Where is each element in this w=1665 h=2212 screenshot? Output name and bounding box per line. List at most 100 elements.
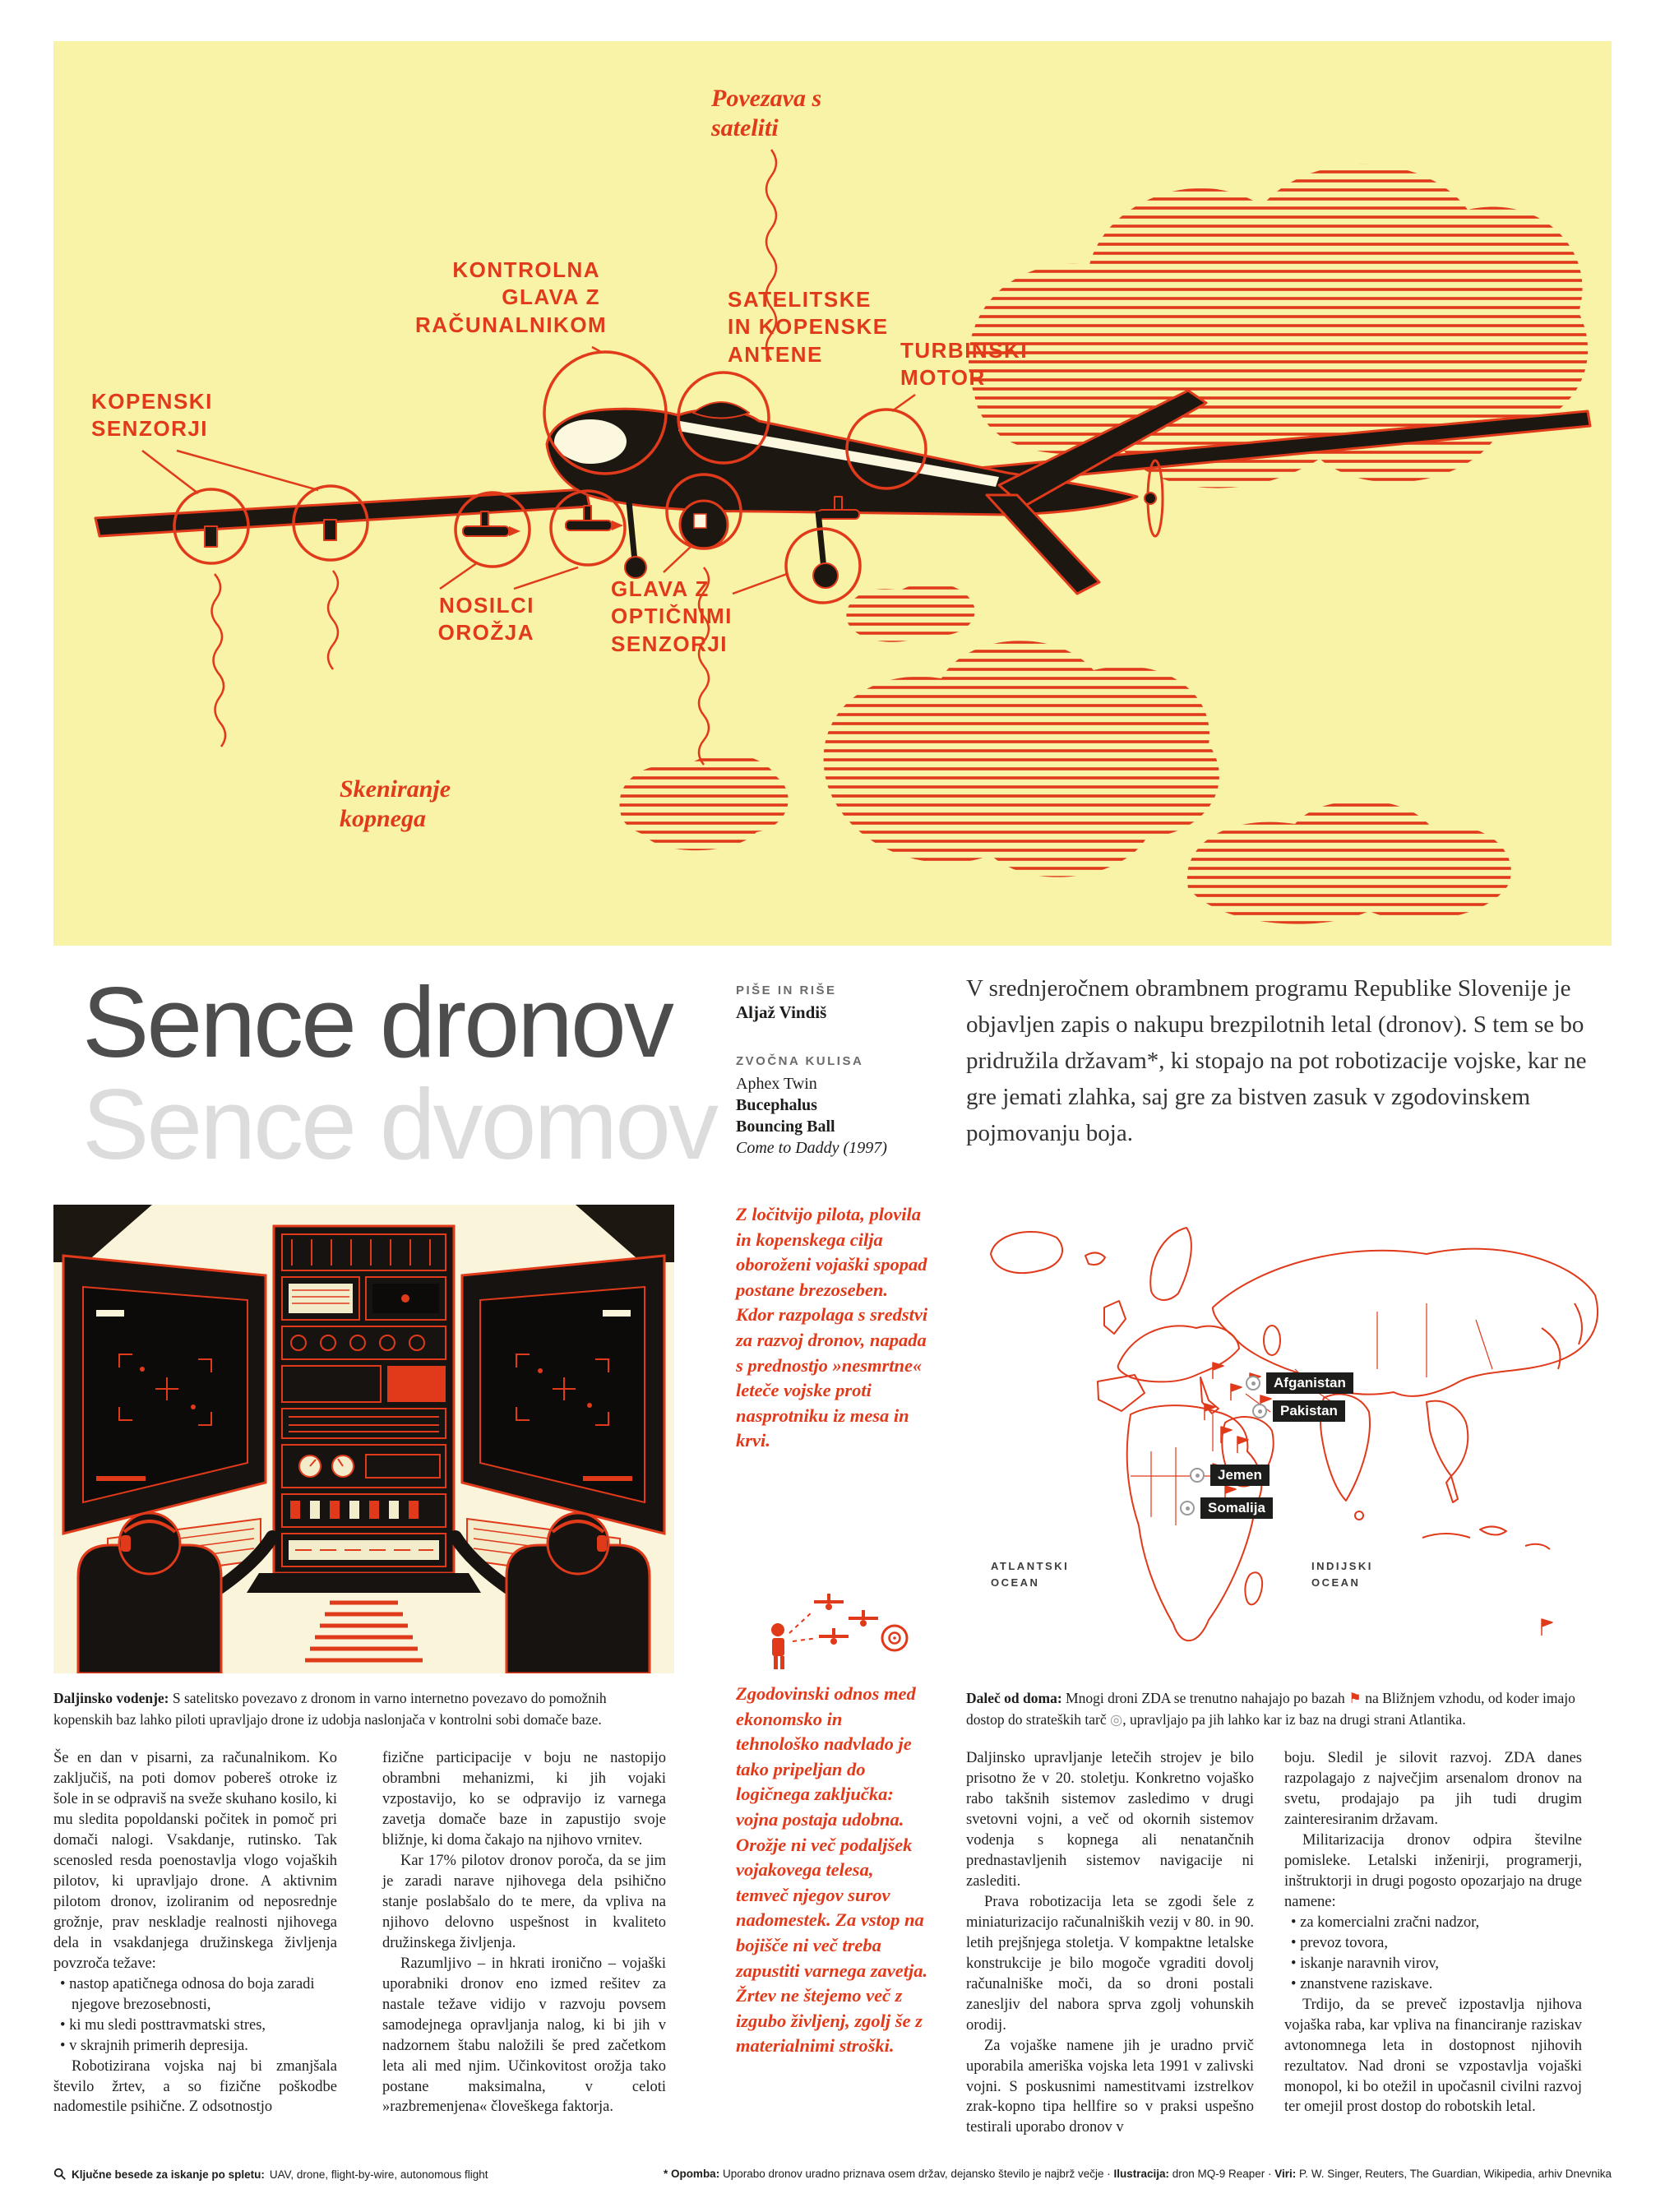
right-operator <box>449 1511 651 1675</box>
left-screen <box>82 1285 248 1504</box>
country-label-afganistan: Afganistan <box>1246 1372 1353 1394</box>
bullet-item: • za komercialni zračni nadzor, <box>1291 1914 1480 1931</box>
drone-swarm-icon <box>771 1594 909 1669</box>
missile <box>462 525 510 537</box>
country-box: Jemen <box>1210 1465 1270 1486</box>
soundtrack-album: Come to Daddy (1997) <box>736 1139 887 1157</box>
sensor-pod <box>323 519 337 541</box>
weapon-pylon <box>480 511 489 527</box>
landing-gear-wheel <box>624 556 647 579</box>
country-box: Somalija <box>1200 1497 1273 1519</box>
magnifier-icon <box>53 2168 66 2180</box>
body-column-2: fizične participacije v boju ne nastopij… <box>382 1748 666 2117</box>
headline-ghost: Sence dvomov <box>82 1068 719 1180</box>
illustration-label: Ilustracija: <box>1113 2168 1169 2180</box>
label-optical-head: GLAVA Z OPTIČNIMI SENZORJI <box>611 576 733 656</box>
headline-primary: Sence dronov <box>82 966 674 1078</box>
flag-icon: ⚑ <box>1348 1690 1362 1706</box>
soundtrack-artist: Aphex Twin <box>736 1075 817 1093</box>
body-column-3: Daljinsko upravljanje letečih strojev je… <box>966 1748 1254 2138</box>
pull-quote-1: Z ločitvijo pilota, plovila in kopenskeg… <box>736 1204 928 1451</box>
label-weapon-mounts: NOSILCI OROŽJA <box>437 593 534 646</box>
weapon-pylon <box>834 496 843 511</box>
caption-text: , upravljajo pa jih lahko kar iz baz na … <box>1122 1711 1466 1728</box>
caption-lead: Daljinsko vodenje: <box>53 1690 169 1706</box>
bullet-item: • prevoz tovora, <box>1291 1934 1388 1951</box>
paragraph: Razumljivo – in hkrati ironično – vojašk… <box>382 1955 666 2116</box>
paragraph: Za vojaške namene jih je uradno prvič up… <box>966 2037 1254 2136</box>
country-box: Afganistan <box>1266 1372 1353 1394</box>
callout-circles <box>173 350 927 604</box>
label-control-head: KONTROLNA GLAVA Z RAČUNALNIKOM <box>415 257 608 337</box>
country-label-somalija: Somalija <box>1180 1497 1273 1519</box>
intro-paragraph: V srednjeročnem obrambnem programu Repub… <box>966 975 1587 1147</box>
caption-map: Daleč od doma: Mnogi droni ZDA se trenut… <box>966 1687 1612 1731</box>
pull-quote-2: Zgodovinski odnos med ekonomsko in tehno… <box>736 1683 928 2057</box>
paragraph: Trdijo, da se preveč izpostavlja njihova… <box>1284 1996 1582 2116</box>
country-box: Pakistan <box>1273 1400 1345 1422</box>
paragraph: Daljinsko upravljanje letečih strojev je… <box>966 1750 1254 1890</box>
caption-lead: Daleč od doma: <box>966 1690 1062 1706</box>
country-borders <box>1131 1303 1493 1525</box>
byline-author: Aljaž Vindiš <box>736 1002 827 1022</box>
keywords-lead: Ključne besede za iskanje po spletu: <box>72 2168 265 2181</box>
paragraph: Robotizirana vojska naj bi zmanjšala šte… <box>53 2057 337 2116</box>
caption-control-room: Daljinsko vodenje: S satelitsko povezavo… <box>53 1687 662 1731</box>
landing-gear-wheel <box>812 562 839 589</box>
target-icon <box>1246 1376 1260 1391</box>
soundtrack-kicker: ZVOČNA KULISA <box>736 1054 864 1068</box>
byline-kicker: PIŠE IN RIŠE <box>736 983 837 997</box>
control-room-illustration <box>53 1205 674 1675</box>
paragraph: Kar 17% pilotov dronov poroča, da se jim… <box>382 1852 666 1951</box>
label-antennas: SATELITSKE IN KOPENSKE ANTENE <box>728 287 889 367</box>
drone-illustration <box>94 149 1592 924</box>
label-ground-sensors: KOPENSKI SENZORJI <box>91 389 213 442</box>
continent-outlines <box>990 1227 1598 1641</box>
weapon-pylon <box>583 505 592 521</box>
note-text: Uporabo dronov uradno priznava osem drža… <box>719 2168 1114 2180</box>
paragraph: boju. Sledil je silovit razvoj. ZDA dane… <box>1284 1750 1582 1828</box>
footer-keywords: Ključne besede za iskanje po spletu: UAV… <box>53 2168 488 2181</box>
byline-block: PIŠE IN RIŠE Aljaž Vindiš ZVOČNA KULISA … <box>736 983 933 1159</box>
note-label: * Opomba: <box>663 2168 720 2180</box>
bullet-item: • iskanje naravnih virov, <box>1291 1955 1439 1972</box>
sources-text: P. W. Singer, Reuters, The Guardian, Wik… <box>1296 2168 1612 2180</box>
right-screen <box>479 1285 645 1504</box>
leader-lines <box>141 345 916 595</box>
caption-text: Mnogi droni ZDA se trenutno nahajajo po … <box>1061 1690 1349 1706</box>
country-label-jemen: Jemen <box>1190 1465 1270 1486</box>
label-ground-scanning: Skeniranje kopnega <box>340 775 451 832</box>
bullet-item: • nastop apatičnega odnosa do boja zarad… <box>60 1975 315 2013</box>
paragraph: Militarizacija dronov odpira številne po… <box>1284 1831 1582 1910</box>
body-column-1: Še en dan v pisarni, za računalnikom. Ko… <box>53 1748 337 2117</box>
target-icon <box>1180 1501 1195 1516</box>
caption-text: na Bližnjem vzhodu, od koder imajo dosto… <box>966 1690 1575 1728</box>
satellite-antenna-fairing <box>692 401 750 419</box>
drone-diagram-panel: Povezava s sateliti KONTROLNA GLAVA Z RA… <box>53 41 1612 946</box>
target-icon: ◎ <box>1109 1711 1123 1728</box>
paragraph: fizične participacije v boju ne nastopij… <box>382 1750 666 1849</box>
soundtrack-track-1: Bucephalus <box>736 1096 817 1114</box>
ocean-label-indian: INDIJSKI OCEAN <box>1311 1560 1373 1589</box>
bullet-item: • v skrajnih primerih depresija. <box>60 2037 248 2054</box>
paragraph: Prava robotizacija leta se zgodi šele z … <box>966 1893 1254 2034</box>
caption-text: S satelitsko povezavo z dronom in varno … <box>53 1690 607 1728</box>
bullet-item: • znanstvene raziskave. <box>1291 1975 1433 1992</box>
map-illustration: Afganistan Pakistan Jemen Somalija ATLAN… <box>966 1205 1612 1673</box>
missile <box>565 520 613 531</box>
left-operator <box>76 1511 279 1675</box>
target-icon <box>1252 1404 1267 1418</box>
sensor-pod <box>204 525 218 548</box>
country-label-pakistan: Pakistan <box>1252 1400 1345 1422</box>
signal-waves <box>210 149 778 766</box>
tail-fin-lower <box>985 493 1101 595</box>
illustration-text: dron MQ-9 Reaper · <box>1168 2168 1275 2180</box>
footer: Ključne besede za iskanje po spletu: UAV… <box>53 2168 1612 2181</box>
label-turbine: TURBINSKI MOTOR <box>900 338 1029 391</box>
missile <box>817 509 860 520</box>
sources-label: Viri: <box>1274 2168 1297 2180</box>
target-icon <box>1190 1468 1205 1483</box>
paragraph: Še en dan v pisarni, za računalnikom. Ko… <box>53 1750 337 1972</box>
footer-credits: * Opomba: Uporabo dronov uradno priznava… <box>664 2168 1612 2180</box>
